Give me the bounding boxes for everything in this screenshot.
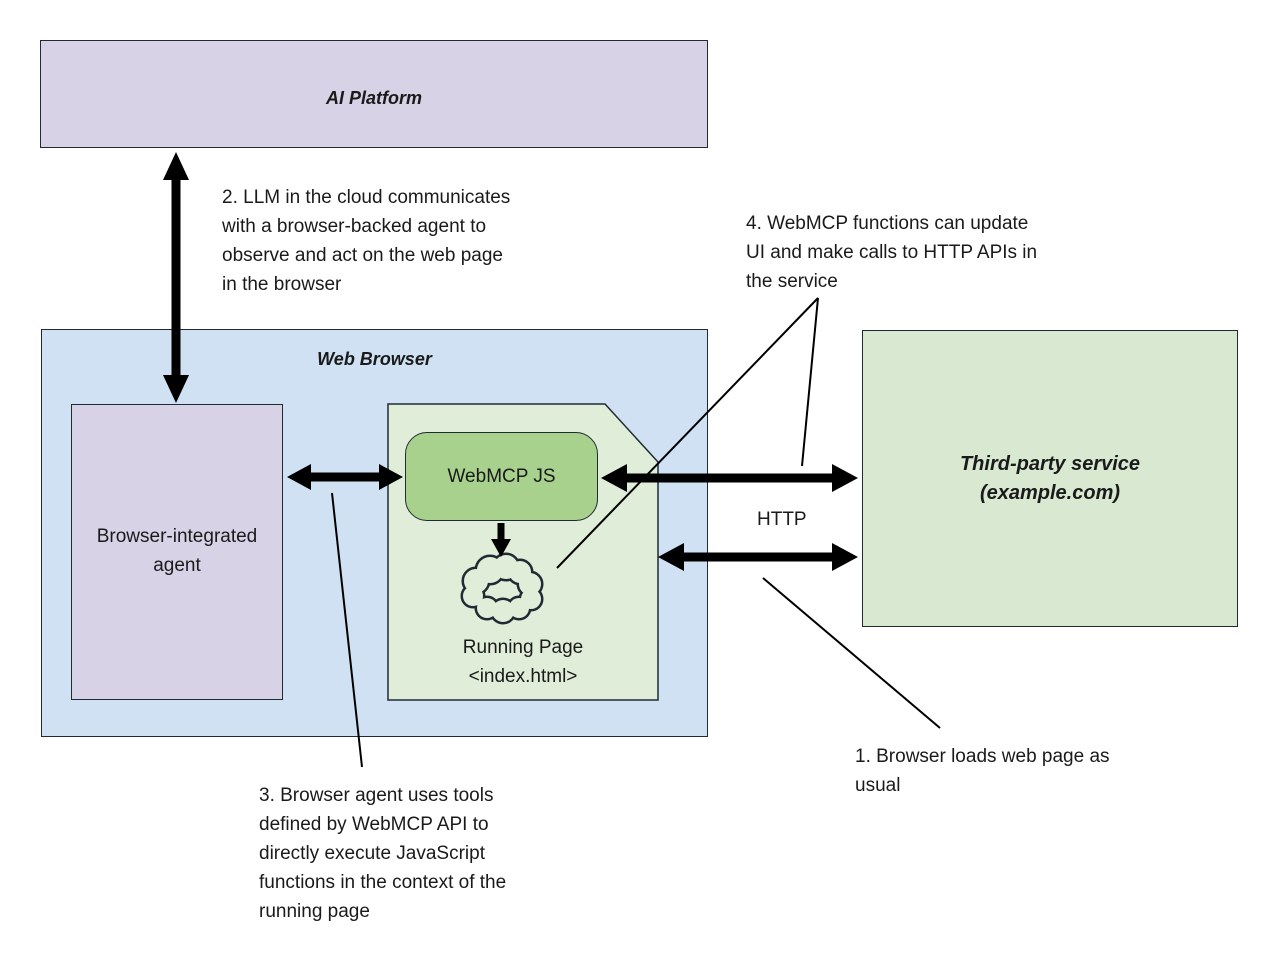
ai-platform-box [40,40,708,148]
arrow-page-service [658,543,858,571]
browser-integrated-agent-label: Browser-integrated agent [96,526,258,576]
webmcp-js-label: WebMCP JS [447,465,556,487]
browser-integrated-agent-box [71,404,283,700]
callout-line-step1 [762,577,941,729]
running-page-label: Running Page <index.html> [462,637,584,687]
callout-line-step3 [331,492,363,768]
third-party-service-box [862,330,1238,627]
http-label: HTTP [757,509,807,530]
webmcp-js-box: WebMCP JS [405,432,598,521]
third-party-service-label: Third-party service (example.com) [959,453,1141,504]
arrow-webmcp-cloud [491,523,511,557]
arrow-webmcp-service [601,464,858,492]
note-step2: 2. LLM in the cloud communicates with a … [222,187,511,295]
arrow-agent-webmcp [287,464,403,490]
cloud-icon [460,552,544,625]
note-step4: 4. WebMCP functions can update UI and ma… [746,213,1038,292]
ai-platform-label: AI Platform [325,88,422,108]
web-browser-label: Web Browser [317,349,432,369]
callout-line-step4-cloud [556,297,819,569]
note-step3: 3. Browser agent uses tools defined by W… [259,785,507,922]
arrow-ai-platform-browser [163,152,189,403]
note-step1: 1. Browser loads web page as usual [855,746,1110,796]
callout-line-step4-arrow [801,297,819,467]
